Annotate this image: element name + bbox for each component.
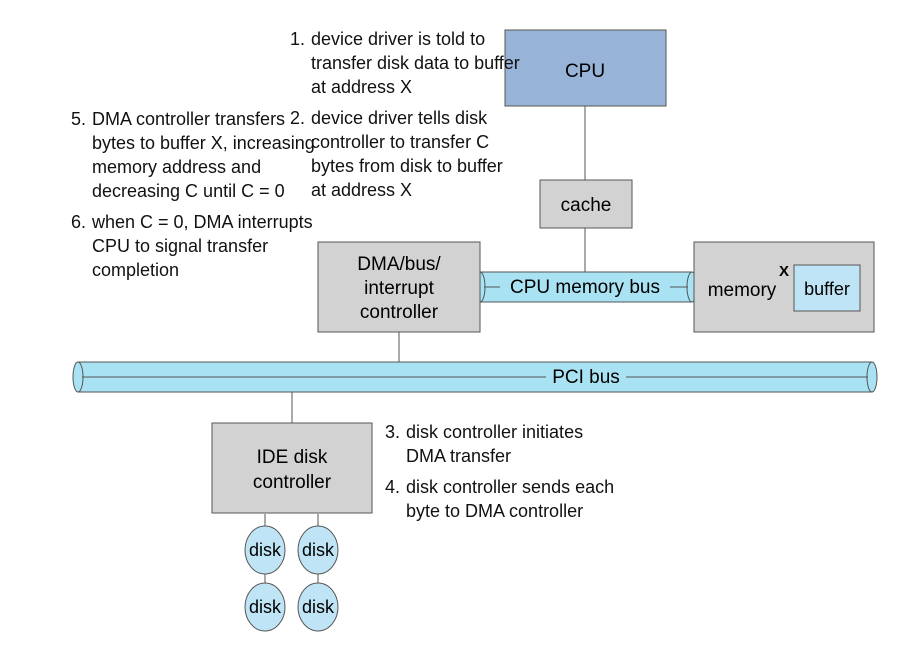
memory-label: memory	[708, 280, 777, 301]
step-text: disk controller sends each byte to DMA c…	[406, 477, 615, 521]
ide-label-line-1: IDE disk	[257, 447, 328, 468]
cpu-box	[504, 29, 667, 107]
cache-node: cache	[539, 179, 633, 229]
cpu-label: CPU	[565, 61, 605, 82]
ide-controller-box	[211, 422, 373, 514]
disk-3: disk	[244, 582, 286, 632]
step-6: 6. when C = 0, DMA interrupts CPU to sig…	[71, 210, 321, 282]
steps-top-list: 1. device driver is told to transfer dis…	[290, 27, 520, 209]
step-number: 5.	[71, 109, 87, 129]
buffer-label: buffer	[804, 279, 850, 299]
buffer-box	[793, 264, 861, 312]
cpu-memory-bus-label: CPU memory bus	[510, 277, 660, 298]
disk-2: disk	[297, 525, 339, 575]
cpu-memory-bus: CPU memory bus	[474, 271, 698, 303]
step-4: 4. disk controller sends each byte to DM…	[385, 475, 625, 523]
steps-right-list: 3. disk controller initiates DMA transfe…	[385, 420, 625, 530]
step-text: disk controller initiates DMA transfer	[406, 422, 584, 466]
cache-label: cache	[561, 195, 612, 216]
step-number: 1.	[290, 29, 306, 49]
step-5: 5. DMA controller transfers bytes to buf…	[71, 107, 321, 203]
step-3: 3. disk controller initiates DMA transfe…	[385, 420, 625, 468]
disk-4: disk	[297, 582, 339, 632]
step-text: when C = 0, DMA interrupts CPU to signal…	[92, 212, 313, 280]
cpu-node: CPU	[504, 29, 667, 107]
cache-box	[539, 179, 633, 229]
step-number: 3.	[385, 422, 401, 442]
disk-label: disk	[249, 597, 282, 617]
step-2: 2. device driver tells disk controller t…	[290, 106, 520, 202]
step-number: 6.	[71, 212, 87, 232]
dma-controller-node: DMA/bus/ interrupt controller	[317, 241, 481, 333]
pci-bus: PCI bus	[72, 361, 878, 393]
memory-node: memory X buffer	[693, 241, 875, 333]
dma-label-line-2: interrupt	[364, 278, 434, 299]
dma-label-line-1: DMA/bus/	[357, 254, 441, 275]
disk-label: disk	[302, 540, 335, 560]
ide-label-line-2: controller	[253, 472, 332, 493]
step-1: 1. device driver is told to transfer dis…	[290, 27, 520, 99]
ide-controller-node: IDE disk controller	[211, 422, 373, 514]
disk-label: disk	[249, 540, 282, 560]
step-number: 2.	[290, 108, 306, 128]
disk-1: disk	[244, 525, 286, 575]
disk-label: disk	[302, 597, 335, 617]
step-text: DMA controller transfers bytes to buffer…	[92, 109, 315, 201]
step-number: 4.	[385, 477, 401, 497]
step-text: device driver is told to transfer disk d…	[311, 29, 520, 97]
pci-bus-label: PCI bus	[552, 367, 620, 388]
dma-controller-box	[317, 241, 481, 333]
steps-left-list: 5. DMA controller transfers bytes to buf…	[71, 107, 321, 289]
address-x-marker: X	[779, 263, 789, 280]
step-text: device driver tells disk controller to t…	[311, 108, 503, 200]
dma-label-line-3: controller	[360, 302, 439, 323]
